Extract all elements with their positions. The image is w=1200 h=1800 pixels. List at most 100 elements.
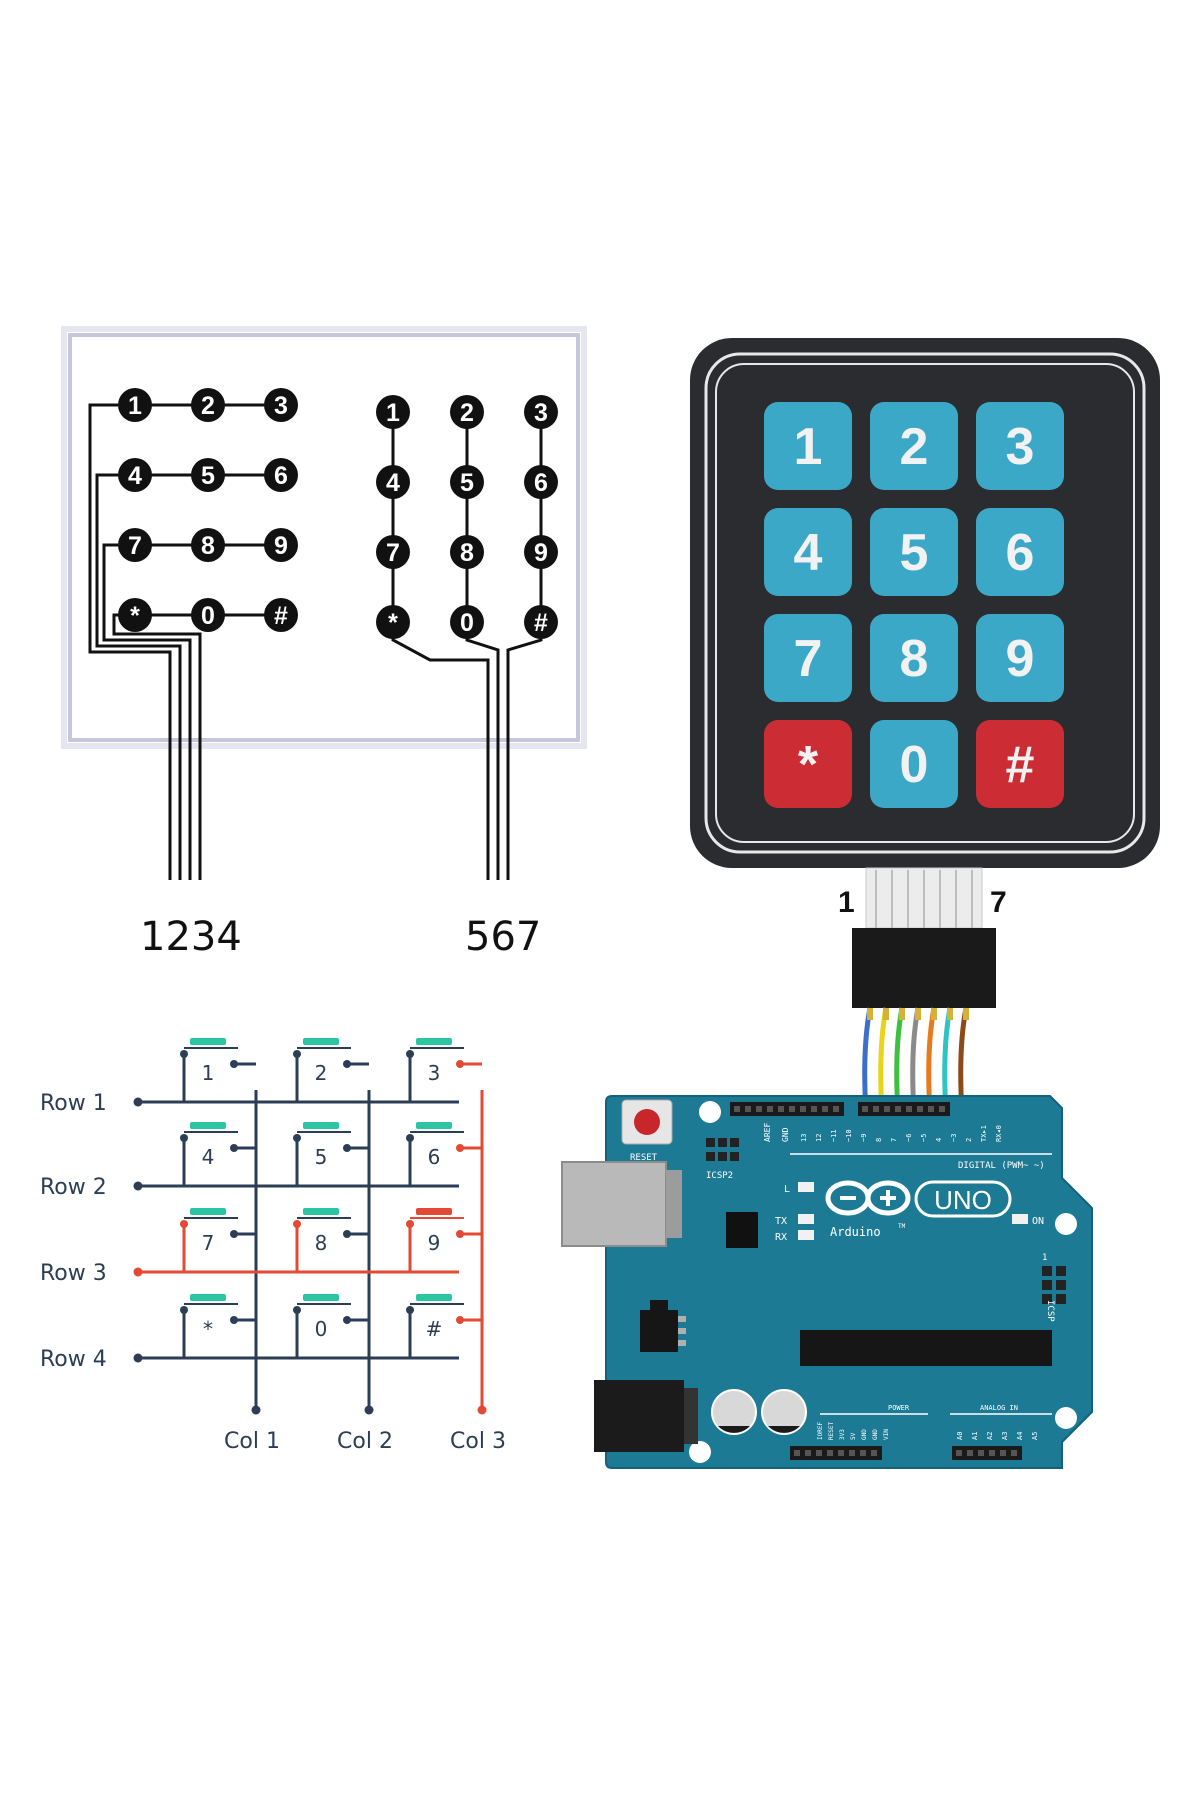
analog-header-pin[interactable] xyxy=(1011,1450,1017,1456)
analog-header-pin[interactable] xyxy=(989,1450,995,1456)
power-header-pin[interactable] xyxy=(816,1450,822,1456)
led-on xyxy=(1012,1214,1028,1224)
usb-controller-chip xyxy=(726,1212,758,1248)
digital-header-low-pin[interactable] xyxy=(895,1106,901,1112)
dc-power-jack xyxy=(594,1380,684,1452)
power-header-pin[interactable] xyxy=(849,1450,855,1456)
membrane-key-3[interactable] xyxy=(976,402,1064,490)
mount-hole-bottom-right xyxy=(1055,1407,1077,1429)
digital-header-high-pin[interactable] xyxy=(767,1106,773,1112)
led-on-label: ON xyxy=(1032,1216,1044,1227)
power-pin-label: 3V3 xyxy=(839,1429,846,1440)
trademark-label: TM xyxy=(898,1223,906,1230)
schematic-key-label-2: 2 xyxy=(315,1061,328,1085)
digital-header-low-pin[interactable] xyxy=(884,1106,890,1112)
regulator-pin-1 xyxy=(678,1316,686,1322)
digital-header-low-pin[interactable] xyxy=(917,1106,923,1112)
power-pin-label: 5V xyxy=(850,1432,857,1440)
button-contact xyxy=(230,1060,238,1068)
regulator-pin-3 xyxy=(678,1340,686,1346)
power-header-pin[interactable] xyxy=(805,1450,811,1456)
digital-label: DIGITAL (PWM~ ~) xyxy=(958,1161,1045,1171)
analog-header-pin[interactable] xyxy=(967,1450,973,1456)
membrane-key-6[interactable] xyxy=(976,508,1064,596)
row-label-1: Row 1 xyxy=(40,1091,107,1116)
power-header-pin[interactable] xyxy=(838,1450,844,1456)
digital-header-high-pin[interactable] xyxy=(822,1106,828,1112)
power-header-pin[interactable] xyxy=(860,1450,866,1456)
button-contact xyxy=(406,1306,414,1314)
digital-header-low-pin[interactable] xyxy=(906,1106,912,1112)
col-label-2: Col 2 xyxy=(337,1429,393,1454)
power-header-pin[interactable] xyxy=(794,1450,800,1456)
icsp-pin xyxy=(1042,1294,1052,1304)
jumper-pin xyxy=(931,1008,937,1020)
right-node-label-star: * xyxy=(388,609,398,637)
right-node-star xyxy=(376,605,410,639)
digital-header-low-pin[interactable] xyxy=(862,1106,868,1112)
power-label: POWER xyxy=(888,1404,910,1412)
analog-header-pin[interactable] xyxy=(956,1450,962,1456)
digital-header-high-pin[interactable] xyxy=(811,1106,817,1112)
power-header xyxy=(790,1446,882,1460)
digital-header-high-pin[interactable] xyxy=(778,1106,784,1112)
right-node-label-6: 6 xyxy=(534,469,548,497)
analog-header-pin[interactable] xyxy=(1000,1450,1006,1456)
led-rx-label: RX xyxy=(775,1232,787,1243)
membrane-key-4[interactable] xyxy=(764,508,852,596)
schematic-key-label-7: 7 xyxy=(202,1231,215,1255)
reset-label: RESET xyxy=(630,1153,658,1163)
membrane-key-star[interactable] xyxy=(764,720,852,808)
digital-pin-label: 12 xyxy=(815,1134,823,1142)
digital-pin-label: ~9 xyxy=(860,1134,868,1142)
model-label: UNO xyxy=(934,1185,992,1215)
membrane-key-1[interactable] xyxy=(764,402,852,490)
membrane-key-2[interactable] xyxy=(870,402,958,490)
schematic-key-label-star: * xyxy=(203,1317,213,1341)
membrane-key-label-hash: # xyxy=(1006,736,1035,794)
digital-header-low-pin[interactable] xyxy=(873,1106,879,1112)
digital-header-low-pin[interactable] xyxy=(928,1106,934,1112)
membrane-key-hash[interactable] xyxy=(976,720,1064,808)
ribbon-traces xyxy=(875,870,973,928)
digital-header-high-pin[interactable] xyxy=(833,1106,839,1112)
membrane-key-5[interactable] xyxy=(870,508,958,596)
reset-button-cap[interactable] xyxy=(634,1109,660,1135)
analog-header-pin[interactable] xyxy=(978,1450,984,1456)
jumper-pin xyxy=(867,1008,873,1020)
left-node-label-5: 5 xyxy=(201,462,215,490)
membrane-key-7[interactable] xyxy=(764,614,852,702)
digital-header-high-pin[interactable] xyxy=(789,1106,795,1112)
power-header-pin[interactable] xyxy=(871,1450,877,1456)
digital-header-low-pin[interactable] xyxy=(939,1106,945,1112)
membrane-key-0[interactable] xyxy=(870,720,958,808)
icsp2-pin xyxy=(706,1138,715,1147)
icsp-pin xyxy=(1056,1280,1066,1290)
power-header-pin[interactable] xyxy=(827,1450,833,1456)
membrane-key-8[interactable] xyxy=(870,614,958,702)
button-contact xyxy=(343,1060,351,1068)
button-contact xyxy=(230,1316,238,1324)
button-cap-6 xyxy=(416,1122,452,1129)
digital-header-high-pin[interactable] xyxy=(734,1106,740,1112)
digital-header-high-pin[interactable] xyxy=(745,1106,751,1112)
button-contact xyxy=(406,1050,414,1058)
button-contact xyxy=(230,1144,238,1152)
digital-header-high-pin[interactable] xyxy=(800,1106,806,1112)
led-tx-label: TX xyxy=(775,1216,787,1227)
capacitors xyxy=(711,1389,807,1435)
digital-header-high-pin[interactable] xyxy=(756,1106,762,1112)
analog-pin-label: A5 xyxy=(1031,1432,1039,1440)
analog-pin-label: A2 xyxy=(986,1432,994,1440)
digital-pin-label: TX▸1 xyxy=(980,1125,988,1142)
right-node-8 xyxy=(450,535,484,569)
membrane-key-label-0: 0 xyxy=(900,736,929,794)
led-l xyxy=(798,1182,814,1192)
schematic-key-label-4: 4 xyxy=(202,1145,215,1169)
membrane-key-9[interactable] xyxy=(976,614,1064,702)
